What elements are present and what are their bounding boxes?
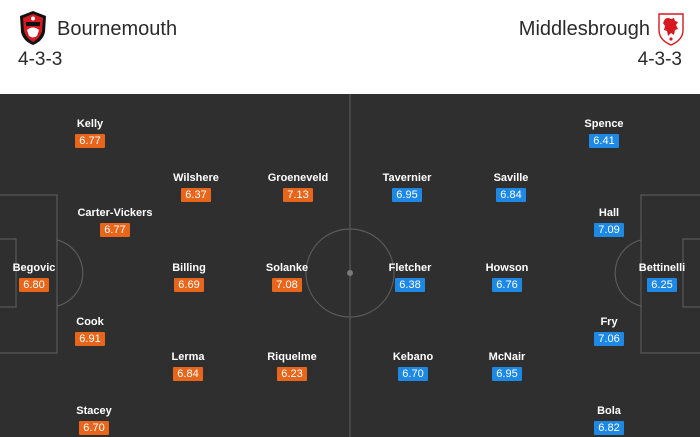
player-card[interactable]: Wilshere 6.37 bbox=[151, 171, 241, 203]
player-rating: 6.76 bbox=[492, 278, 522, 292]
player-name: Fry bbox=[600, 316, 618, 328]
player-card[interactable]: Riquelme 6.23 bbox=[247, 350, 337, 382]
pitch: Begovic 6.80 Kelly 6.77 Carter-Vickers 6… bbox=[0, 94, 700, 437]
away-formation: 4-3-3 bbox=[637, 49, 682, 70]
player-card[interactable]: Stacey 6.70 bbox=[49, 404, 139, 436]
player-card[interactable]: Carter-Vickers 6.77 bbox=[70, 206, 160, 238]
player-card[interactable]: Billing 6.69 bbox=[144, 261, 234, 293]
player-rating: 6.82 bbox=[594, 421, 624, 435]
player-card[interactable]: Kebano 6.70 bbox=[368, 350, 458, 382]
player-card[interactable]: Groeneveld 7.13 bbox=[253, 171, 343, 203]
player-name: Bettinelli bbox=[638, 262, 686, 274]
player-name: Riquelme bbox=[267, 351, 317, 363]
player-name: Kebano bbox=[392, 351, 434, 363]
player-rating: 7.06 bbox=[594, 332, 624, 346]
middlesbrough-lion-crest-icon bbox=[658, 13, 684, 46]
player-card[interactable]: Fry 7.06 bbox=[564, 315, 654, 347]
pitch-lines bbox=[0, 94, 700, 437]
player-rating: 6.95 bbox=[392, 188, 422, 202]
player-rating: 6.95 bbox=[492, 367, 522, 381]
player-name: Tavernier bbox=[382, 172, 432, 184]
player-rating: 7.09 bbox=[594, 223, 624, 237]
player-rating: 6.69 bbox=[174, 278, 204, 292]
player-rating: 6.84 bbox=[496, 188, 526, 202]
player-rating: 7.08 bbox=[272, 278, 302, 292]
player-name: Carter-Vickers bbox=[77, 207, 153, 219]
player-card[interactable]: Cook 6.91 bbox=[45, 315, 135, 347]
player-name: Fletcher bbox=[388, 262, 432, 274]
player-card[interactable]: Lerma 6.84 bbox=[143, 350, 233, 382]
player-card[interactable]: Bola 6.82 bbox=[564, 404, 654, 436]
player-rating: 6.84 bbox=[173, 367, 203, 381]
player-rating: 6.80 bbox=[19, 278, 49, 292]
player-rating: 6.77 bbox=[100, 223, 130, 237]
player-name: Wilshere bbox=[173, 172, 219, 184]
player-card[interactable]: Bettinelli 6.25 bbox=[617, 261, 700, 293]
player-card[interactable]: Kelly 6.77 bbox=[45, 117, 135, 149]
player-card[interactable]: Solanke 7.08 bbox=[242, 261, 332, 293]
away-team-name: Middlesbrough bbox=[518, 18, 650, 40]
player-name: Groeneveld bbox=[267, 172, 329, 184]
player-rating: 6.23 bbox=[277, 367, 307, 381]
home-team-name: Bournemouth bbox=[57, 18, 178, 40]
player-card[interactable]: Saville 6.84 bbox=[466, 171, 556, 203]
player-name: Lerma bbox=[171, 351, 205, 363]
player-name: Billing bbox=[172, 262, 206, 274]
player-name: Solanke bbox=[265, 262, 309, 274]
player-name: Bola bbox=[597, 405, 621, 417]
player-name: McNair bbox=[488, 351, 526, 363]
player-rating: 6.38 bbox=[395, 278, 425, 292]
player-name: Kelly bbox=[76, 118, 104, 130]
player-rating: 7.13 bbox=[283, 188, 313, 202]
player-card[interactable]: Tavernier 6.95 bbox=[362, 171, 452, 203]
player-name: Stacey bbox=[76, 405, 112, 417]
player-rating: 6.70 bbox=[79, 421, 109, 435]
player-rating: 6.77 bbox=[75, 134, 105, 148]
player-name: Begovic bbox=[12, 262, 56, 274]
player-card[interactable]: Begovic 6.80 bbox=[0, 261, 79, 293]
home-formation: 4-3-3 bbox=[18, 49, 63, 70]
player-card[interactable]: McNair 6.95 bbox=[462, 350, 552, 382]
player-card[interactable]: Fletcher 6.38 bbox=[365, 261, 455, 293]
player-rating: 6.70 bbox=[398, 367, 428, 381]
player-name: Spence bbox=[584, 118, 624, 130]
player-rating: 6.91 bbox=[75, 332, 105, 346]
bournemouth-crest-icon bbox=[20, 11, 46, 45]
player-rating: 6.37 bbox=[181, 188, 211, 202]
player-name: Howson bbox=[485, 262, 529, 274]
player-rating: 6.25 bbox=[647, 278, 677, 292]
player-name: Hall bbox=[598, 207, 620, 219]
player-rating: 6.41 bbox=[589, 134, 619, 148]
player-card[interactable]: Hall 7.09 bbox=[564, 206, 654, 238]
player-name: Saville bbox=[493, 172, 529, 184]
player-card[interactable]: Howson 6.76 bbox=[462, 261, 552, 293]
player-name: Cook bbox=[76, 316, 104, 328]
match-header: Bournemouth 4-3-3 Middlesbrough 4-3-3 bbox=[0, 0, 700, 94]
player-card[interactable]: Spence 6.41 bbox=[559, 117, 649, 149]
